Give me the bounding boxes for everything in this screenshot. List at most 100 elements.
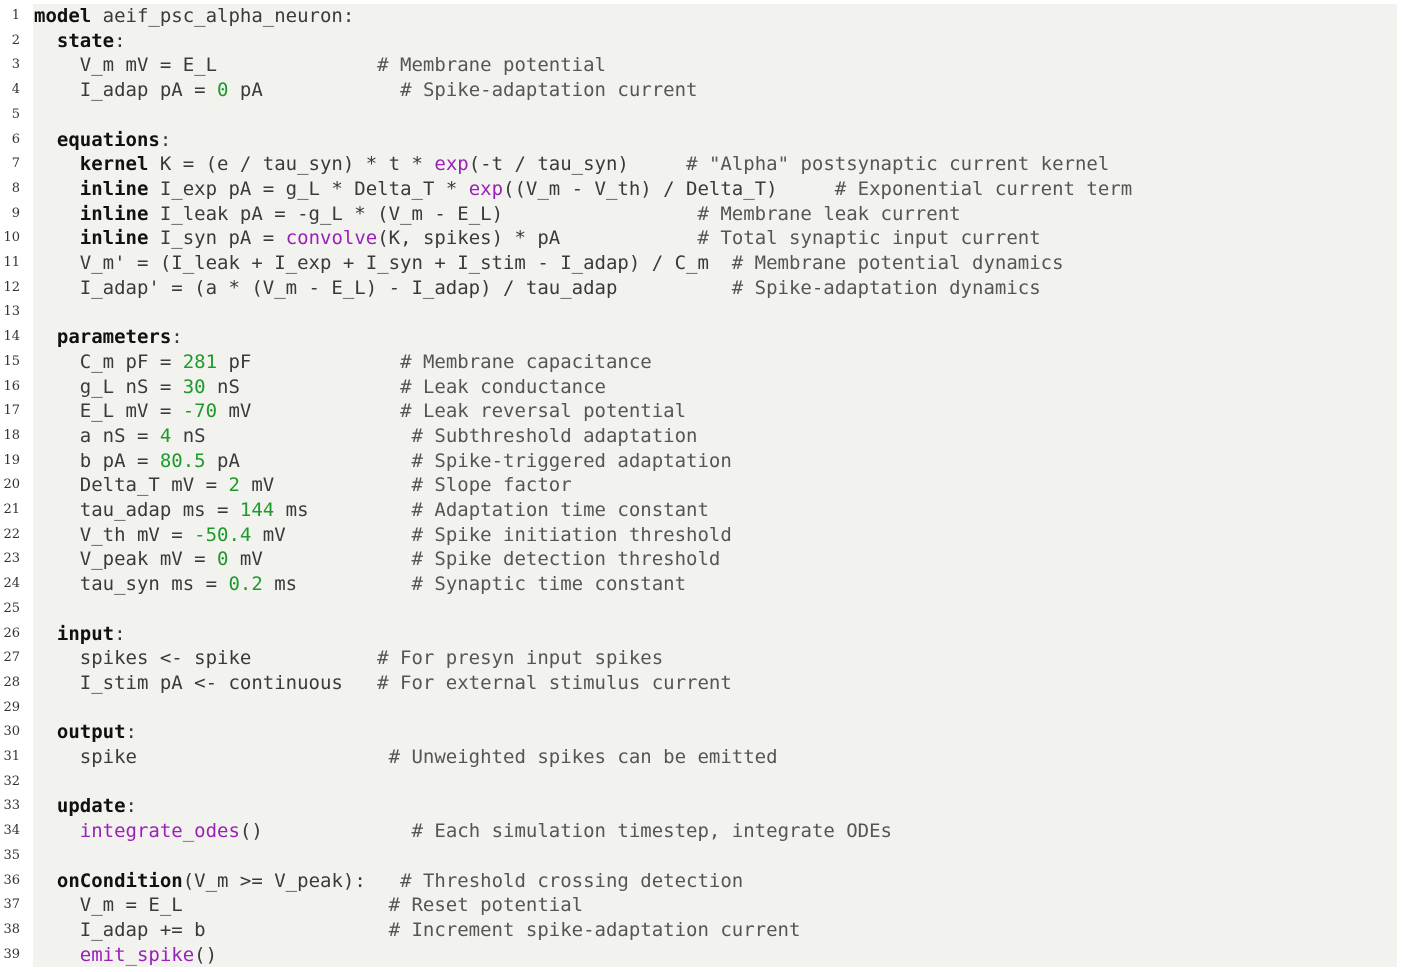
comment-token: # Spike initiation threshold [411,523,732,546]
number-token: 0 [217,548,229,571]
line-number: 12 [3,279,20,295]
comment-token: # Membrane potential dynamics [731,252,1064,274]
line-number: 24 [3,576,20,592]
code-token: V_m' = (I_leak + I_exp + I_syn + I_stim … [34,252,732,274]
code-line: 38 I_adap += b # Increment spike-adaptat… [0,918,1402,943]
code-token [34,326,57,348]
code-text: spikes <- spike # For presyn input spike… [34,646,663,671]
number-token: 281 [182,350,218,373]
code-token: (-t / tau_syn) [468,153,687,176]
code-token: V_peak mV = [34,548,218,571]
line-number: 4 [11,82,20,98]
code-line: 36 onCondition(V_m >= V_peak): # Thresho… [0,869,1402,894]
code-line: 4 I_adap pA = 0 pA # Spike-adaptation cu… [0,78,1402,103]
code-text: input: [34,622,126,647]
line-number: 17 [3,403,20,419]
code-token [34,129,57,151]
code-token: I_stim pA <- continuous [34,671,378,694]
code-token: () [239,820,412,843]
code-token: b pA = [34,449,160,472]
line-number: 32 [3,773,20,789]
keyword-token: update [56,795,126,818]
line-number: 3 [11,57,20,73]
code-line: 24 tau_syn ms = 0.2 ms # Synaptic time c… [0,572,1402,597]
code-token: ms [274,499,412,521]
comment-token: # Membrane potential [377,54,606,77]
code-token: : [171,326,183,349]
line-number: 34 [3,823,20,839]
line-number: 7 [11,156,20,172]
function-token: convolve [285,227,378,250]
function-token: exp [434,153,469,176]
line-number: 27 [3,650,20,666]
code-text: output: [34,720,137,745]
code-token: : [159,128,172,151]
code-token [34,30,57,52]
code-token: V_m mV = E_L [34,54,378,77]
code-token: aeif_psc_alpha_neuron: [91,5,355,27]
code-line: 39 emit_spike() [0,943,1402,968]
code-token: pA [228,79,401,102]
code-token: I_leak pA = -g_L * (V_m - E_L) [148,202,698,225]
code-line: 33 update: [0,794,1402,819]
line-number: 1 [11,8,20,23]
comment-token: # Exponential current term [834,177,1133,200]
code-text: V_peak mV = 0 mV # Spike detection thres… [34,547,721,572]
code-text: a nS = 4 nS # Subthreshold adaptation [34,424,698,449]
comment-token: # Spike-adaptation dynamics [731,276,1041,299]
code-token: V_th mV = [34,523,195,546]
code-text: b pA = 80.5 pA # Spike-triggered adaptat… [34,449,732,474]
line-number: 33 [3,798,20,814]
keyword-token: inline [79,227,149,250]
code-block-background [33,4,1397,967]
code-token: nS [171,424,412,447]
code-token: V_m = E_L [34,894,389,917]
keyword-token: inline [79,202,149,225]
code-token: mV [239,474,412,497]
code-token: (K, spikes) * pA [377,227,698,250]
code-token: (V_m >= V_peak): [182,869,401,892]
code-token [34,227,80,249]
keyword-token: model [34,5,92,27]
code-token: g_L nS = [34,375,183,398]
code-text: tau_syn ms = 0.2 ms # Synaptic time cons… [34,572,686,597]
code-line: 14 parameters: [0,325,1402,350]
code-text: parameters: [34,325,183,350]
code-line: 21 tau_adap ms = 144 ms # Adaptation tim… [0,498,1402,523]
code-token: : [114,622,126,645]
line-number: 23 [3,551,20,567]
code-line: 9 inline I_leak pA = -g_L * (V_m - E_L) … [0,202,1402,227]
line-number: 38 [3,921,20,937]
code-token: : [125,795,137,818]
keyword-token: state [56,29,115,52]
keyword-token: input [56,622,115,645]
comment-token: # Increment spike-adaptation current [388,918,801,941]
code-line: 22 V_th mV = -50.4 mV # Spike initiation… [0,523,1402,548]
code-token: : [114,29,126,52]
comment-token: # Leak reversal potential [400,400,687,423]
line-number: 9 [11,205,20,221]
code-text: inline I_exp pA = g_L * Delta_T * exp((V… [34,177,1132,202]
code-line: 7 kernel K = (e / tau_syn) * t * exp(-t … [0,152,1402,177]
code-line: 31 spike # Unweighted spikes can be emit… [0,745,1402,770]
number-token: 2 [228,474,240,497]
line-number: 30 [3,724,20,740]
code-line: 2 state: [0,29,1402,54]
code-token [34,870,57,892]
number-token: 80.5 [159,449,206,472]
comment-token: # Membrane leak current [697,202,961,225]
function-token: integrate_odes [79,820,240,843]
code-token [34,721,57,743]
keyword-token: kernel [79,153,149,176]
code-token: I_adap' = (a * (V_m - E_L) - I_adap) / t… [34,276,732,299]
code-line: 23 V_peak mV = 0 mV # Spike detection th… [0,547,1402,572]
function-token: emit_spike [79,943,195,966]
code-line: 32 [0,770,1402,795]
code-text: V_m = E_L # Reset potential [34,893,583,918]
code-token: I_syn pA = [148,227,286,250]
comment-token: # Slope factor [411,474,572,497]
code-token: C_m pF = [34,350,183,373]
code-line: 15 C_m pF = 281 pF # Membrane capacitanc… [0,350,1402,375]
code-line: 10 inline I_syn pA = convolve(K, spikes)… [0,226,1402,251]
